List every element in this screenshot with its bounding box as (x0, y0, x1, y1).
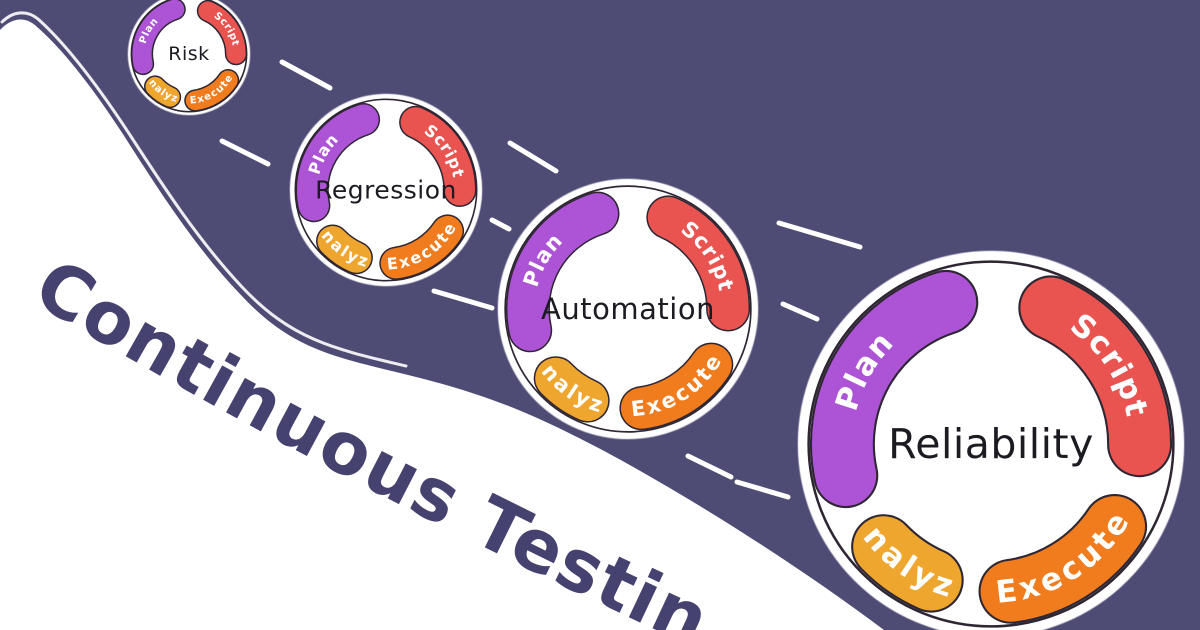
segment-analyze (317, 226, 372, 273)
motion-dash (489, 217, 512, 232)
segment-execute (380, 215, 463, 279)
segment-script (400, 107, 476, 206)
motion-dash (776, 220, 863, 250)
motion-dashes (219, 59, 863, 500)
segment-script (198, 1, 246, 64)
stage-label-risk: Risk (168, 43, 209, 65)
motion-dash (279, 59, 333, 91)
segment-script (647, 196, 749, 330)
motion-dash (219, 138, 271, 167)
motion-dash (685, 453, 734, 480)
segment-analyze (145, 76, 180, 107)
motion-dash (507, 140, 559, 174)
segment-plan (507, 193, 618, 351)
segment-plan (297, 104, 379, 221)
slope-edge-highlight-line (0, 11, 408, 368)
segment-plan (132, 0, 185, 74)
stage-label-reliability: Reliability (888, 420, 1094, 468)
motion-dash (780, 301, 820, 322)
stage-label-regression: Regression (315, 176, 457, 205)
motion-dash (734, 479, 791, 500)
stage-label-automation: Automation (541, 292, 715, 326)
segment-analyze (535, 357, 609, 422)
segment-execute (980, 496, 1145, 622)
segment-execute (620, 344, 732, 429)
segment-script (1020, 277, 1171, 476)
segment-analyze (853, 516, 962, 611)
slope-hill (0, 19, 884, 630)
segment-plan (812, 272, 977, 506)
motion-dash (431, 288, 495, 311)
segment-execute (185, 70, 238, 111)
